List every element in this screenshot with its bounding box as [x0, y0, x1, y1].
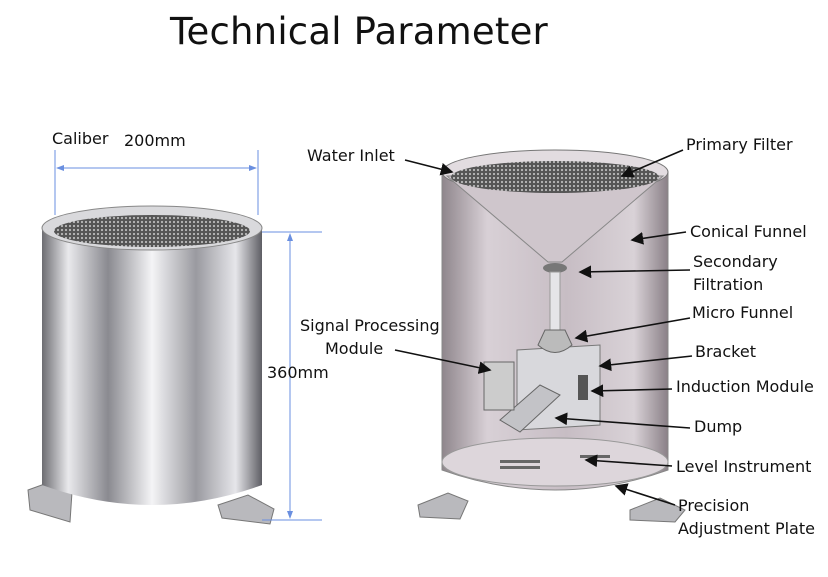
label-secondary-filtration-2: Filtration [693, 275, 764, 294]
label-signal-module-2: Module [325, 339, 384, 358]
page-title: Technical Parameter [170, 10, 548, 53]
label-precision-plate-2: Adjustment Plate [678, 519, 815, 538]
caliber-value: 200mm [124, 131, 186, 150]
label-secondary-filtration-1: Secondary [693, 252, 778, 271]
label-precision-plate-1: Precision [678, 496, 750, 515]
label-induction-module: Induction Module [676, 377, 814, 396]
label-bracket: Bracket [695, 342, 756, 361]
rain-gauge-exterior [27, 205, 275, 525]
label-primary-filter: Primary Filter [686, 135, 793, 154]
caliber-label: Caliber [52, 129, 109, 148]
dimension-lines [54, 150, 322, 521]
label-signal-module-1: Signal Processing [300, 316, 440, 335]
label-dump: Dump [694, 417, 743, 436]
height-value: 360mm [267, 363, 329, 382]
label-water-inlet: Water Inlet [307, 146, 395, 165]
label-level-instrument: Level Instrument [676, 457, 812, 476]
callout-arrows [394, 149, 693, 506]
label-conical-funnel: Conical Funnel [690, 222, 807, 241]
rain-gauge-cutaway [417, 149, 686, 523]
label-micro-funnel: Micro Funnel [692, 303, 794, 322]
